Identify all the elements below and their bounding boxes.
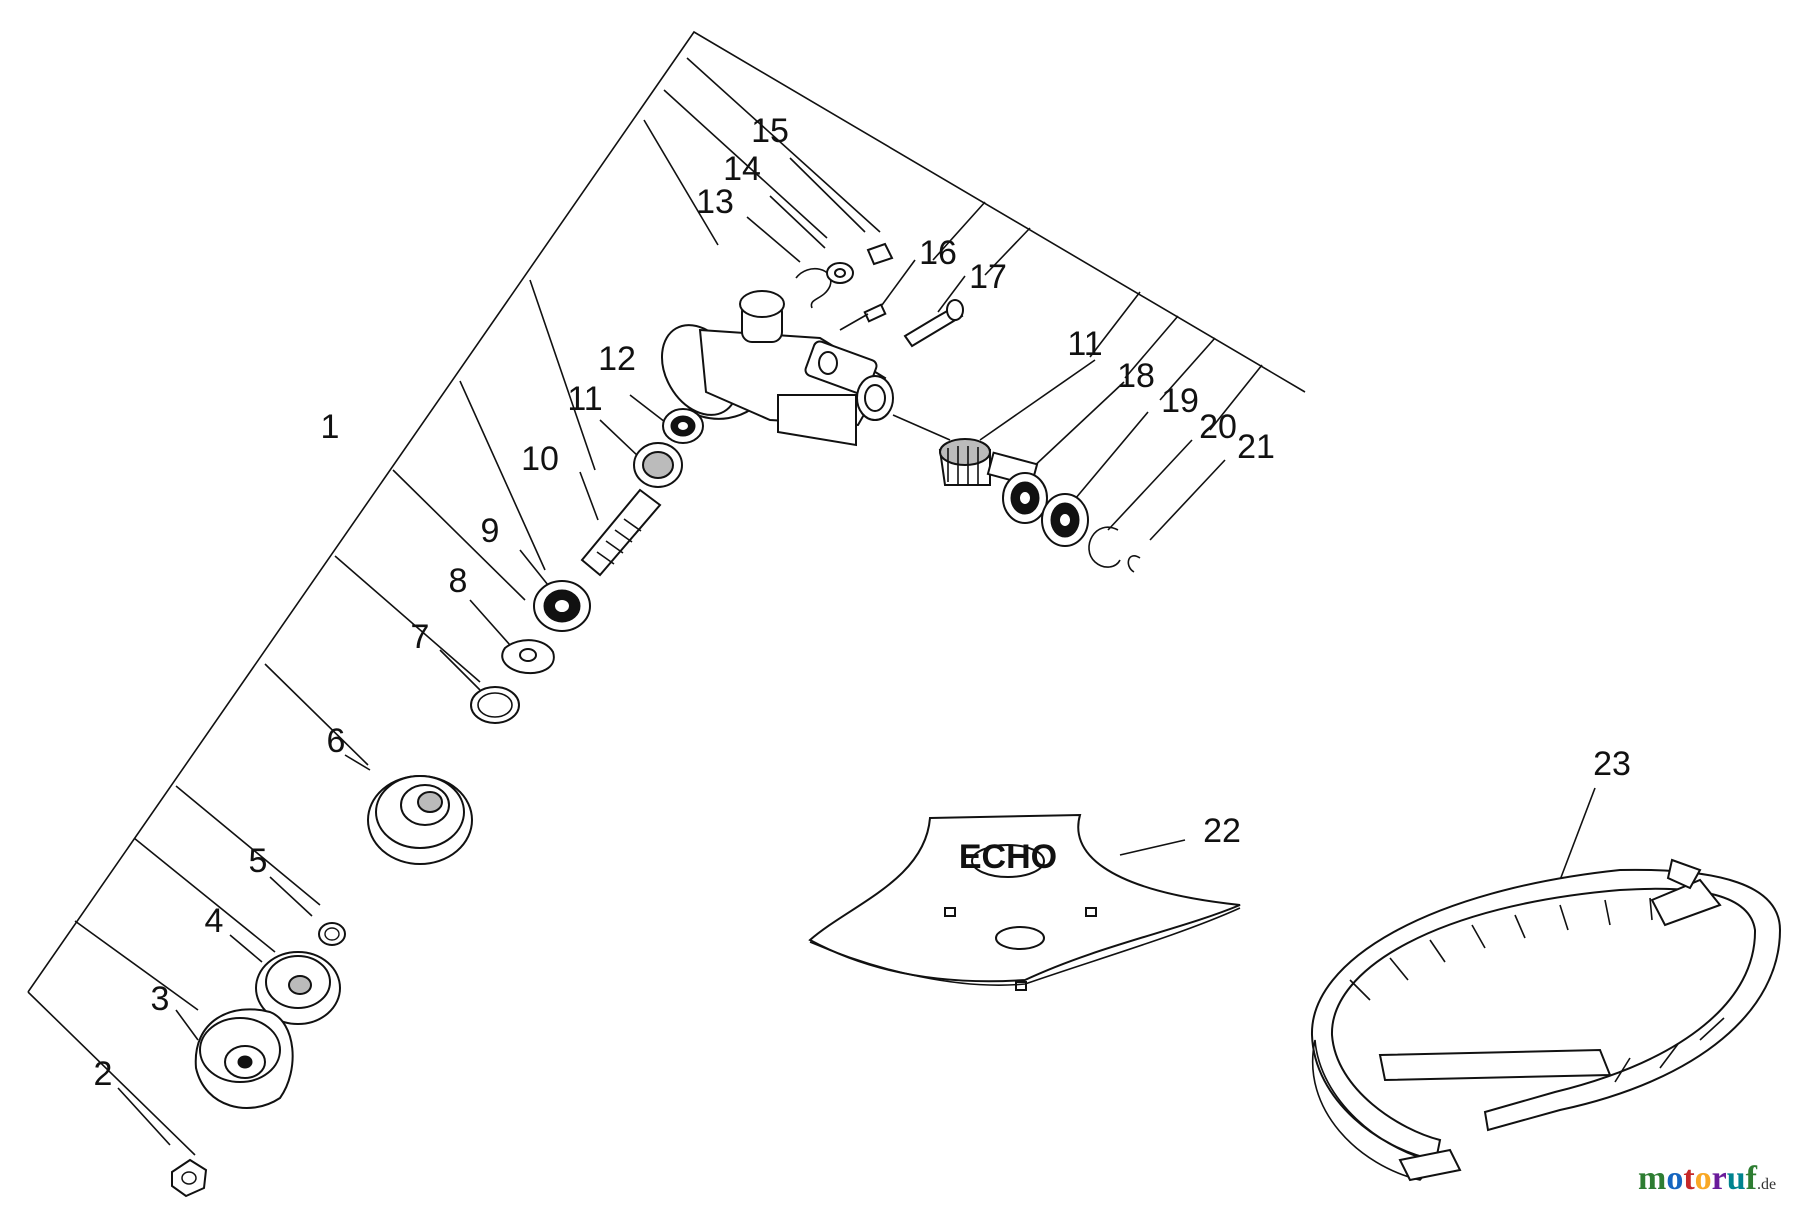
part-10-shaft <box>580 488 662 577</box>
bracket-frame <box>27 30 1306 1156</box>
callout-14: 14 <box>723 150 761 188</box>
callout-3: 3 <box>151 980 170 1018</box>
callout-11-left: 11 <box>567 380 602 418</box>
part-20-ring <box>1088 526 1121 568</box>
part-15-bolt <box>866 242 894 266</box>
watermark-letter: m <box>1638 1160 1667 1197</box>
callout-6: 6 <box>327 722 346 760</box>
watermark-letter: f <box>1745 1160 1757 1197</box>
watermark: motoruf.de <box>1638 1160 1776 1198</box>
callout-19: 19 <box>1161 382 1199 420</box>
callout-11-right: 11 <box>1067 325 1102 363</box>
callout-22: 22 <box>1203 812 1241 850</box>
callout-2: 2 <box>94 1055 113 1093</box>
part-21-clip <box>1127 555 1141 573</box>
leader-lines <box>117 157 1596 1146</box>
output-shaft <box>938 438 1141 573</box>
part-13-clip <box>795 268 832 309</box>
blade-22 <box>808 813 1241 991</box>
callout-7: 7 <box>411 618 430 656</box>
callout-20: 20 <box>1199 408 1237 446</box>
callout-10: 10 <box>521 440 559 478</box>
fasteners <box>795 242 964 348</box>
callout-23: 23 <box>1593 745 1631 783</box>
watermark-letter: u <box>1726 1160 1746 1197</box>
callout-18: 18 <box>1117 357 1155 395</box>
callout-13: 13 <box>696 183 734 221</box>
callout-9: 9 <box>481 512 500 550</box>
blade-guard-23 <box>1310 858 1782 1182</box>
callout-8: 8 <box>449 562 468 600</box>
spindle-stack <box>171 408 704 1198</box>
callout-16: 16 <box>919 234 957 272</box>
callout-5: 5 <box>249 842 268 880</box>
callout-17: 17 <box>969 258 1007 296</box>
callout-21: 21 <box>1237 428 1275 466</box>
callout-15: 15 <box>751 112 789 150</box>
callout-12: 12 <box>598 340 636 378</box>
watermark-letter: o <box>1694 1160 1712 1197</box>
watermark-domain: .de <box>1757 1176 1777 1193</box>
blade-logo: ECHO <box>959 838 1057 876</box>
gear-case <box>661 290 951 447</box>
callout-4: 4 <box>205 902 224 940</box>
watermark-letter: o <box>1666 1160 1684 1197</box>
watermark-letter: r <box>1711 1160 1727 1197</box>
part-16-screw <box>863 303 887 323</box>
callout-labels: 1 2 3 4 5 6 7 8 9 10 11 12 13 14 15 16 1… <box>94 112 1631 1093</box>
callout-1: 1 <box>321 408 340 446</box>
watermark-letter: t <box>1683 1160 1695 1197</box>
